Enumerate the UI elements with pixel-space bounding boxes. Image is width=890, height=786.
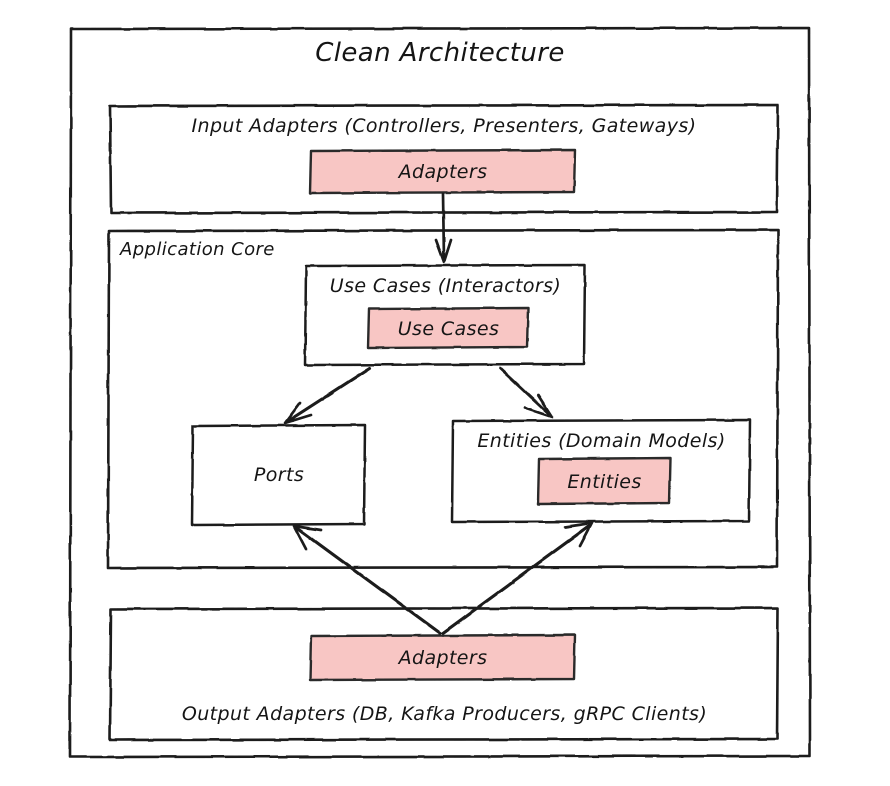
- edge-use-cases-to-ports: [283, 366, 372, 425]
- ports-node-label[interactable]: Ports: [253, 464, 305, 486]
- adapters-in-chip-label[interactable]: Adapters: [398, 161, 488, 183]
- entities-group-label: Entities (Domain Models): [477, 430, 726, 452]
- diagram-title: Clean Architecture: [315, 38, 565, 68]
- input-adapters-group-label: Input Adapters (Controllers, Presenters,…: [191, 115, 697, 137]
- use-cases-chip-label[interactable]: Use Cases: [397, 317, 500, 340]
- application-core-group-label: Application Core: [120, 238, 275, 260]
- entities-chip-label[interactable]: Entities: [567, 470, 642, 493]
- edge-adapters-out-to-ports: [292, 524, 442, 635]
- use-cases-group-label: Use Cases (Interactors): [329, 275, 562, 297]
- edge-adapters-out-to-entities: [441, 521, 594, 635]
- output-adapters-group-label: Output Adapters (DB, Kafka Producers, gR…: [181, 703, 708, 725]
- adapters-out-chip-label[interactable]: Adapters: [398, 647, 488, 669]
- edge-use-cases-to-entities: [498, 366, 554, 419]
